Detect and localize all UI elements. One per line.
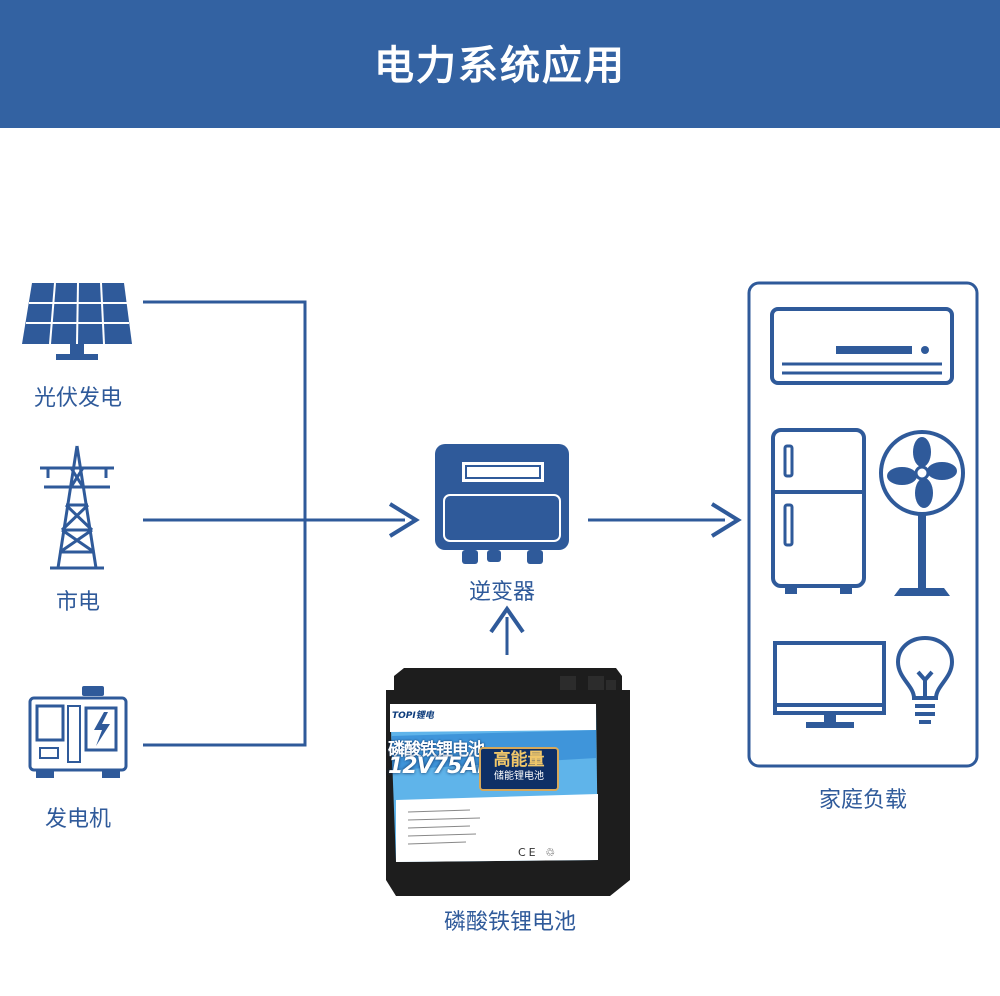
- connector-lines: [143, 300, 742, 747]
- generator-icon: [28, 686, 128, 778]
- generator-label: 发电机: [44, 807, 111, 832]
- loads-label: 家庭负载: [818, 788, 907, 813]
- solar-label: 光伏发电: [33, 386, 122, 411]
- solar-panel-icon: [22, 282, 132, 360]
- page-title: 电力系统应用: [374, 43, 626, 89]
- inverter-icon: [435, 444, 569, 564]
- battery-label: 磷酸铁锂电池: [443, 910, 576, 935]
- light-bulb-icon: [895, 635, 955, 724]
- battery-brand-logo: TOPI锂电: [392, 711, 434, 721]
- air-conditioner-icon: [770, 307, 954, 385]
- battery-label-area: TOPI锂电 磷酸铁锂电池 12V75AH 高能量 储能锂电池 CE ♲: [380, 664, 642, 900]
- battery-badge-line1: 高能量: [493, 750, 545, 770]
- battery-badge: 高能量 储能锂电池: [479, 747, 559, 791]
- grid-label: 市电: [55, 590, 100, 615]
- battery-printed-name: 磷酸铁锂电池: [388, 740, 485, 760]
- power-tower-icon: [40, 445, 114, 570]
- arrowhead-right-icon: [388, 502, 420, 538]
- arrowhead-up-icon: [489, 605, 525, 634]
- household-load-frame: [747, 281, 979, 768]
- battery-badge-line2: 储能锂电池: [494, 771, 544, 782]
- battery-cert-marks: CE ♲: [518, 846, 558, 859]
- refrigerator-icon: [771, 428, 866, 594]
- title-bar: 电力系统应用: [0, 0, 1000, 128]
- arrowhead-right-icon: [710, 502, 742, 538]
- inverter-label: 逆变器: [468, 580, 535, 605]
- electric-fan-icon: [879, 430, 965, 596]
- source-bus-line: [143, 300, 307, 747]
- television-icon: [773, 641, 886, 728]
- battery-printed-spec: 12V75AH: [388, 754, 496, 779]
